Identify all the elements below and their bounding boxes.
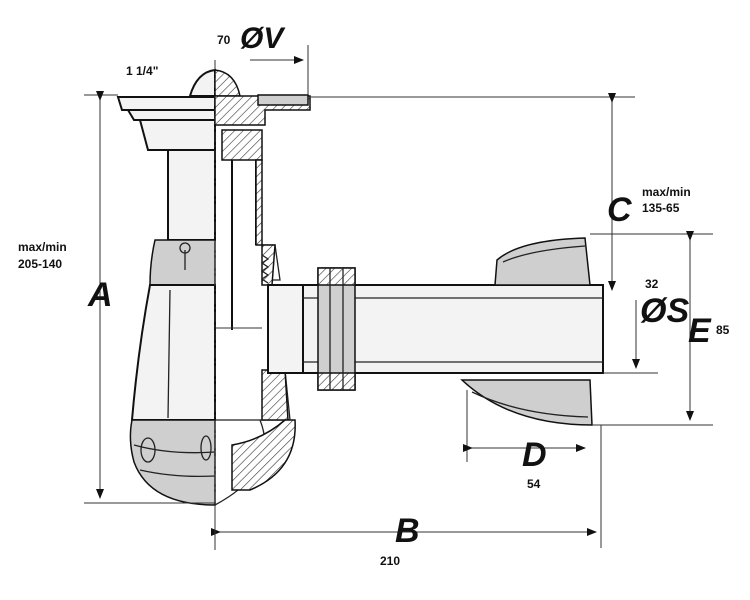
siphon-exterior <box>116 68 216 506</box>
c-range: 135-65 <box>642 201 680 215</box>
union-nut <box>149 239 216 286</box>
b-value: 210 <box>380 554 400 568</box>
a-range: 205-140 <box>18 257 62 271</box>
wall-rosette <box>460 237 593 426</box>
flange-ring <box>126 109 216 121</box>
dimensions <box>84 45 713 550</box>
d-value: 54 <box>527 477 541 491</box>
outlet-nut <box>317 267 356 391</box>
grate-cap <box>188 68 216 97</box>
top-flange <box>116 96 216 111</box>
v-value: 70 <box>217 33 231 47</box>
thread-size: 1 1/4" <box>126 64 158 78</box>
s-letter: ØS <box>640 292 689 330</box>
b-letter: B <box>395 512 420 550</box>
c-letter: C <box>607 191 632 229</box>
a-minmax: max/min <box>18 240 67 254</box>
collar-section <box>221 129 263 161</box>
outlet-stub <box>267 284 304 374</box>
v-letter: ØV <box>240 22 286 55</box>
a-letter: A <box>87 276 113 314</box>
neck-collar <box>138 119 216 151</box>
e-letter: E <box>688 312 712 350</box>
labels: 70 ØV 1 1/4" max/min 205-140 A C max/min… <box>18 22 730 568</box>
cleanout-cup <box>129 419 216 506</box>
d-letter: D <box>522 436 547 474</box>
bottle-body <box>130 284 216 421</box>
s-value: 32 <box>645 277 659 291</box>
c-minmax: max/min <box>642 185 691 199</box>
outlet-assembly <box>267 267 604 391</box>
tail-pipe <box>167 149 216 241</box>
e-value: 85 <box>716 323 730 337</box>
